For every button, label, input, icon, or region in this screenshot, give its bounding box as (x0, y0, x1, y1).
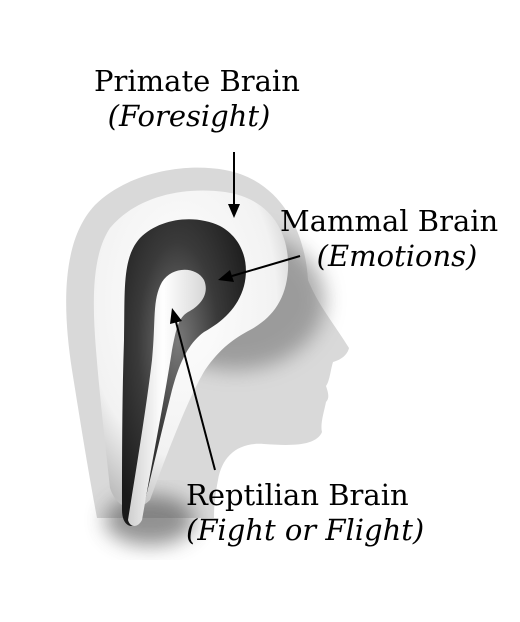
mammal-brain-title: Mammal Brain (280, 204, 499, 238)
arrow-primate (228, 152, 240, 218)
arrow-mammal (218, 255, 301, 282)
primate-brain-title: Primate Brain (94, 64, 300, 98)
neck-shadow (105, 495, 195, 545)
arrow-reptilian (170, 308, 216, 471)
reptilian-brain-note: (Fight or Flight) (186, 512, 425, 547)
reptilian-brain-layer (128, 269, 206, 526)
reptilian-brain-label: Reptilian Brain (Fight or Flight) (186, 478, 425, 548)
primate-brain-label: Primate Brain (Foresight) (94, 64, 300, 134)
primate-brain-note: (Foresight) (107, 98, 271, 133)
mammal-brain-label: Mammal Brain (Emotions) (280, 204, 499, 274)
reptilian-brain-title: Reptilian Brain (186, 478, 409, 512)
mammal-brain-note: (Emotions) (316, 238, 478, 273)
